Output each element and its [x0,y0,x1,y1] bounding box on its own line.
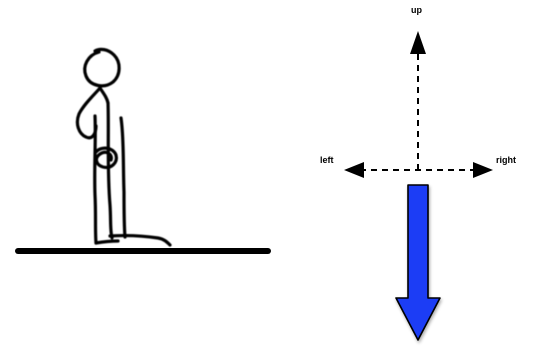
force-arrow-down [396,185,440,340]
stick-figure-back-leg [95,116,96,243]
stick-figure [77,49,170,245]
stick-figure-shoulder [100,88,108,103]
stick-figure-front-leg [121,118,125,237]
stick-figure-arm [108,103,112,238]
direction-axes [344,31,493,178]
stick-figure-back-foot [96,241,118,243]
label-right: right [496,155,516,165]
label-left: left [320,155,334,165]
stick-figure-head [85,49,119,85]
right-arrowhead [473,162,493,178]
up-arrowhead [410,31,426,54]
left-arrowhead [344,162,364,178]
stick-figure-hands [96,148,116,167]
label-up: up [411,5,422,15]
